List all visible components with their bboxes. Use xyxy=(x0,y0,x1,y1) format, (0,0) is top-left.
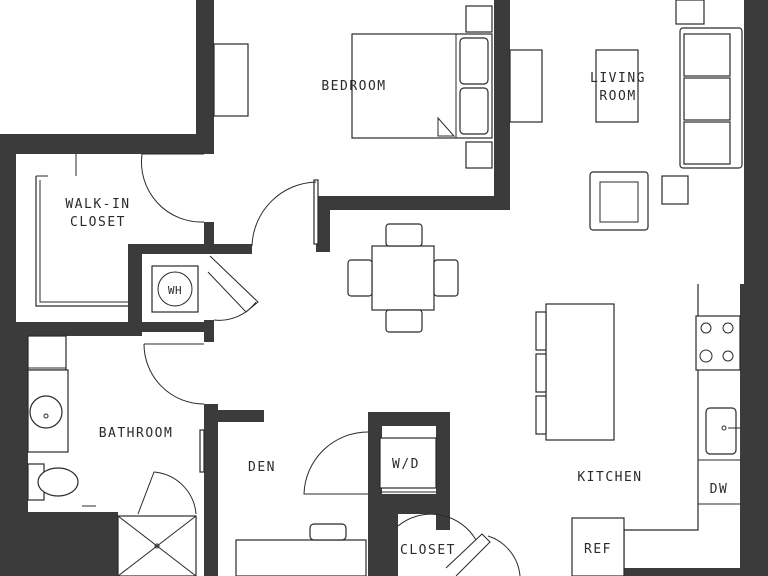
armchair xyxy=(589,171,649,231)
wall-closet-top xyxy=(0,134,214,154)
wall-bedroom-left xyxy=(196,0,214,150)
dining-chair-bottom xyxy=(385,309,423,333)
den-desk xyxy=(235,539,367,576)
dining-chair-left xyxy=(347,259,373,297)
label-living-2: ROOM xyxy=(599,89,636,104)
wd-door-swing xyxy=(303,431,369,495)
wall-wd-top xyxy=(368,412,448,426)
wall-wh-top xyxy=(128,244,252,254)
room-labels: BEDROOM LIVING ROOM WALK-IN CLOSET WH BA… xyxy=(65,71,729,558)
label-dw: DW xyxy=(710,482,729,497)
kitchen-counter xyxy=(623,284,699,576)
label-ref: REF xyxy=(584,542,612,557)
wh-door xyxy=(207,255,259,313)
wall-closet-divider xyxy=(382,514,398,576)
wall-left-exterior-upper xyxy=(0,134,16,330)
coffee-table xyxy=(595,49,639,123)
den-furniture xyxy=(235,523,367,576)
label-wd: W/D xyxy=(392,457,420,472)
label-bedroom: BEDROOM xyxy=(321,79,386,94)
closet-door-swing-1 xyxy=(397,513,477,541)
bedroom-door-swing xyxy=(251,181,317,247)
wall-bedroom-bottom xyxy=(316,196,510,210)
dining-chair-right xyxy=(433,259,459,297)
bedroom-door-leaf xyxy=(313,179,319,245)
bed-pillow-bottom xyxy=(459,87,489,135)
nightstand-top xyxy=(465,5,493,33)
wall-bathroom-right xyxy=(204,404,218,576)
end-table-bottom xyxy=(661,175,689,205)
wall-bedroom-bottom-stub xyxy=(316,196,330,252)
washer-dryer xyxy=(379,437,437,489)
end-table-top xyxy=(675,0,705,25)
bathroom-sink xyxy=(29,395,63,429)
water-heater-box xyxy=(151,265,199,313)
nightstand-bottom xyxy=(465,141,493,169)
label-den: DEN xyxy=(248,460,276,475)
refrigerator xyxy=(571,517,625,576)
living-room-furniture xyxy=(509,0,743,231)
wall-bathroom-bottom xyxy=(0,512,118,576)
wall-wd-bottom xyxy=(368,494,450,514)
island-stool-1 xyxy=(535,311,547,351)
bathroom-door-swing xyxy=(143,343,205,405)
water-heater-circle xyxy=(157,271,193,307)
dining-chair-top xyxy=(385,223,423,247)
dining-table xyxy=(371,245,435,311)
wall-wh-inner xyxy=(204,222,214,254)
walkin-door-swing xyxy=(140,153,205,223)
label-living-1: LIVING xyxy=(590,71,646,86)
wall-wh-bottom xyxy=(128,322,214,332)
wall-kitchen-bottom xyxy=(624,568,768,576)
dining-set xyxy=(347,223,459,333)
closet-door-swing-2 xyxy=(487,535,521,576)
bed-pillow-top xyxy=(459,37,489,85)
shower-door-swing xyxy=(137,471,197,515)
closet-door-leaf xyxy=(445,533,491,576)
towel-bar xyxy=(199,429,205,473)
bedroom-furniture xyxy=(213,5,493,247)
kitchen-fixtures xyxy=(535,284,741,576)
sofa-cushion-1 xyxy=(683,33,731,77)
wall-wh-left xyxy=(128,244,142,336)
label-bathroom: BATHROOM xyxy=(99,426,174,441)
sofa-cushion-3 xyxy=(683,121,731,165)
island-stool-2 xyxy=(535,353,547,393)
label-walkin-1: WALK-IN xyxy=(65,197,130,212)
walkin-closet-fixtures xyxy=(35,153,205,307)
toilet-bowl xyxy=(37,467,79,497)
wall-bedroom-right xyxy=(494,0,510,210)
kitchen-island xyxy=(545,303,615,441)
bedroom-dresser xyxy=(213,43,249,117)
wall-closet-bottom xyxy=(0,322,142,336)
bathroom-cabinet xyxy=(27,335,67,371)
closet-shelving xyxy=(35,176,128,307)
living-side-cabinet xyxy=(509,49,543,123)
sofa-cushion-2 xyxy=(683,77,731,121)
den-chair xyxy=(309,523,347,541)
wall-kitchen-right xyxy=(740,284,768,576)
kitchen-sink xyxy=(705,407,737,455)
wall-den-top xyxy=(204,410,264,422)
water-heater-closet xyxy=(151,255,259,321)
laundry-closet xyxy=(303,431,521,576)
label-walkin-2: CLOSET xyxy=(70,215,126,230)
label-closet: CLOSET xyxy=(400,543,456,558)
island-stool-3 xyxy=(535,395,547,435)
bathroom-fixtures xyxy=(27,335,205,576)
label-kitchen: KITCHEN xyxy=(577,470,642,485)
label-wh: WH xyxy=(168,284,182,297)
